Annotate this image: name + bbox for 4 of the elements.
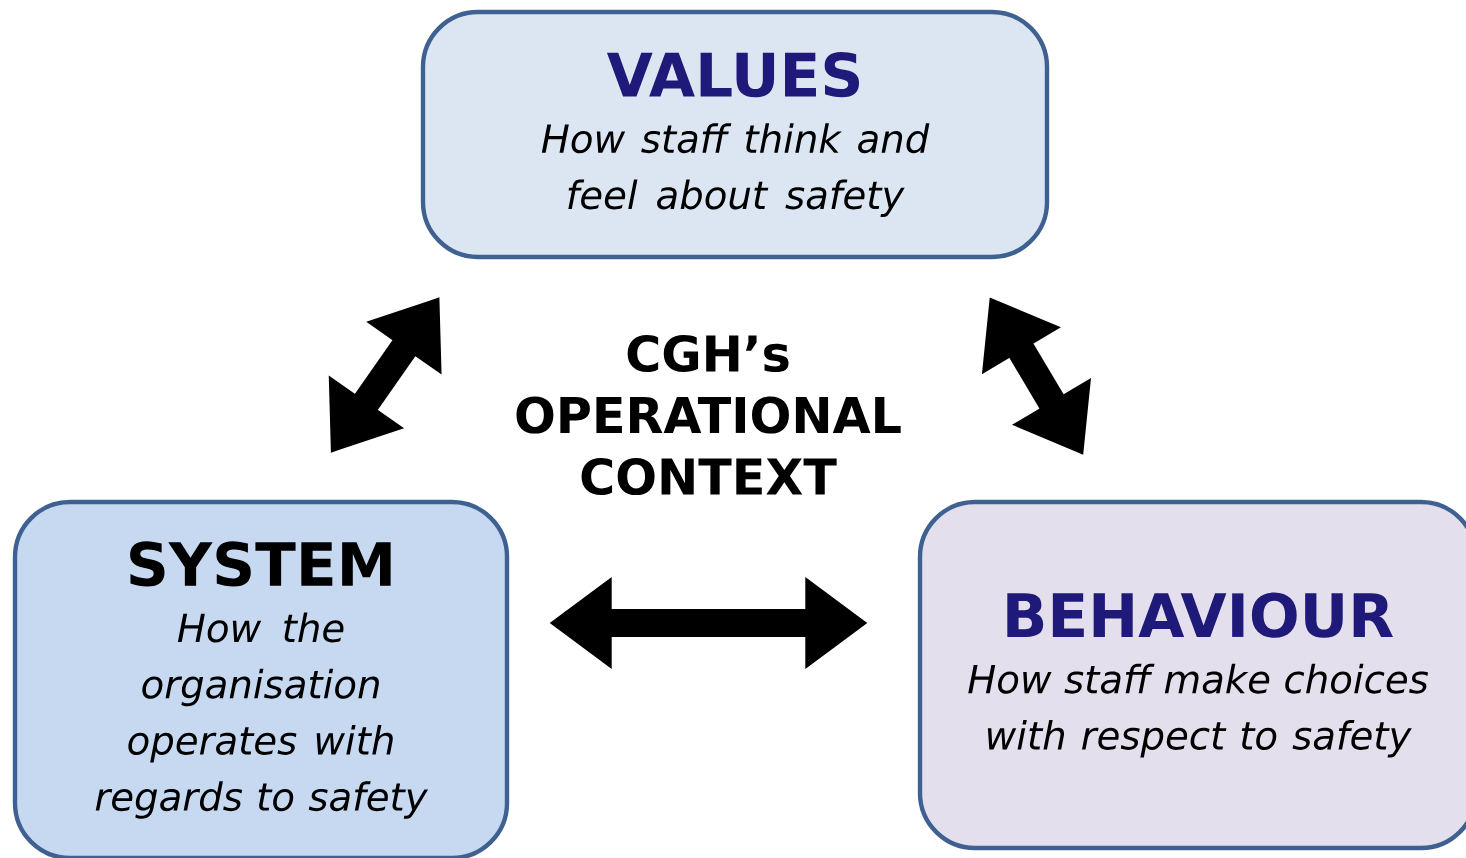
process-box: BEHAVIOUR How staff make choices with respect to safety (917, 499, 1466, 851)
process-box: VALUES How staff think and feel about safety (420, 9, 1050, 260)
process-box: SYSTEM How the organisation operates with regards to safety (12, 499, 510, 858)
center-label: CGH’s OPERATIONAL CONTEXT (516, 334, 901, 496)
